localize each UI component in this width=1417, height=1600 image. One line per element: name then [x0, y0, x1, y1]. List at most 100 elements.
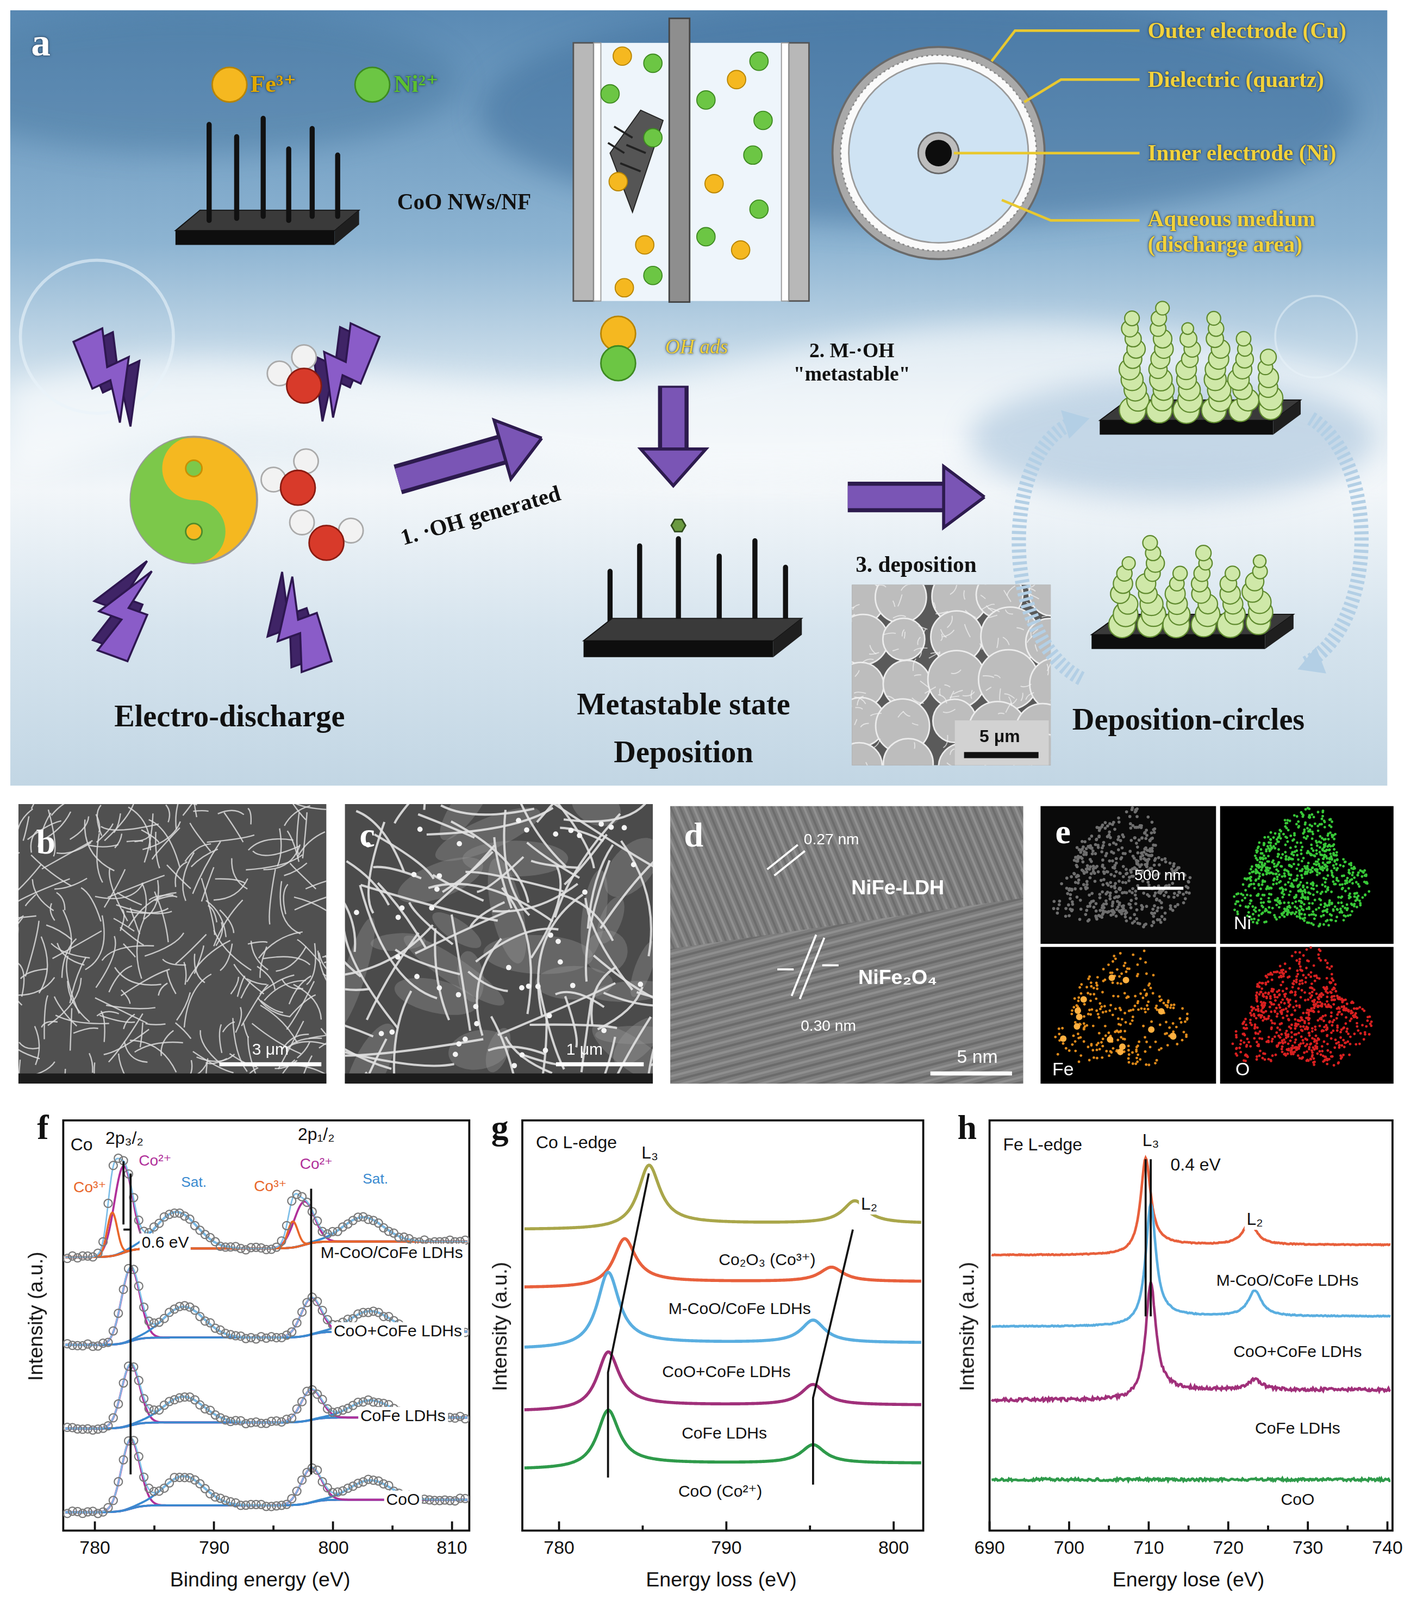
nanosheet-edge	[919, 648, 922, 658]
nanosheet-edge	[285, 1041, 327, 1049]
nanosheet-edge	[96, 814, 101, 833]
element-signal	[1335, 907, 1339, 911]
element-signal	[1107, 829, 1111, 834]
lattice-fringe	[757, 806, 820, 954]
nanosheet-edge	[1020, 683, 1032, 687]
element-signal	[1182, 901, 1186, 905]
reactor-longitudinal-section	[635, 235, 654, 255]
element-signal	[1117, 887, 1121, 891]
lattice-fringe	[670, 806, 732, 954]
lightning-bolts	[78, 548, 165, 662]
nanosheet-edge	[999, 688, 1001, 701]
nanosheet-edge	[107, 875, 165, 897]
element-signal	[1138, 824, 1142, 828]
lattice-fringe	[660, 806, 723, 954]
element-signal	[1261, 851, 1264, 855]
element-signal	[1276, 835, 1280, 839]
element-signal	[1317, 906, 1321, 910]
element-signal	[1249, 867, 1253, 871]
reactor-longitudinal-section	[727, 70, 746, 90]
nanoparticle	[546, 1012, 553, 1019]
element-signal	[1085, 882, 1089, 886]
lattice-fringe	[670, 949, 1023, 1041]
element-signal	[1166, 895, 1171, 899]
element-signal	[1273, 846, 1277, 850]
nanosheet-edge	[126, 840, 143, 842]
element-signal	[1172, 891, 1177, 895]
nanosheet-edge	[31, 803, 55, 809]
nanosheet-edge	[280, 881, 301, 934]
sem-inset	[964, 751, 1039, 758]
nanosheet-edge	[1010, 698, 1017, 705]
nanosheet-edge	[251, 940, 268, 970]
nanosheet-edge	[184, 843, 211, 862]
nanosheet-edge	[283, 883, 289, 914]
element-signal	[1302, 902, 1306, 906]
nanosheet-edge	[277, 828, 282, 867]
nanosheet-edge	[852, 604, 860, 610]
lattice-fringe	[642, 806, 704, 954]
element-signal	[1088, 901, 1092, 905]
nanosheet-edge	[25, 920, 40, 977]
element-signal	[1150, 820, 1154, 825]
element-signal	[1276, 875, 1279, 879]
element-signal	[1147, 883, 1151, 887]
nanosheet-edge	[294, 895, 327, 910]
element-signal	[1121, 851, 1126, 855]
element-signal	[1176, 893, 1180, 897]
lightning-bolts	[86, 558, 162, 663]
element-signal	[1172, 895, 1176, 899]
ldh-cluster	[1155, 301, 1170, 315]
element-signal	[1069, 875, 1073, 879]
element-signal	[1262, 857, 1265, 860]
nanosheet-edge	[123, 1014, 135, 1029]
nanosheet-edge	[44, 995, 48, 1040]
nanosheet-edge	[988, 614, 998, 618]
element-signal	[1268, 866, 1272, 870]
element-signal	[1266, 835, 1270, 839]
nanosheet-edge	[85, 915, 105, 970]
nanoparticle	[436, 984, 442, 991]
nanosheet-edge	[897, 594, 903, 607]
element-signal	[1129, 906, 1133, 910]
element-signal	[1360, 875, 1364, 878]
element-signal	[1306, 885, 1309, 889]
leader-lines	[991, 30, 1140, 61]
nanoparticle	[395, 954, 401, 960]
element-signal	[1177, 890, 1181, 894]
nanosheet-edge	[108, 965, 132, 992]
reactor-longitudinal-section	[788, 42, 810, 302]
sem-image-b	[18, 803, 327, 1084]
tem-image-d	[670, 795, 1023, 1291]
nanosheet-edge	[191, 849, 218, 867]
nanosheet-edge	[321, 1028, 327, 1048]
element-signal	[1335, 915, 1339, 919]
element-signal	[1164, 859, 1168, 864]
element-signal	[1357, 871, 1360, 875]
element-signal	[1124, 867, 1128, 871]
element-signal	[1119, 857, 1123, 861]
element-signal	[1264, 856, 1267, 860]
lattice-fringe	[748, 806, 810, 954]
element-signal	[1120, 846, 1125, 850]
element-signal	[1121, 903, 1126, 908]
element-signal	[1305, 881, 1309, 885]
element-signal	[1296, 874, 1300, 877]
element-signal	[1153, 858, 1157, 863]
element-signal	[1100, 915, 1104, 919]
nanosheet-edge	[54, 877, 87, 889]
lattice-fringe	[670, 892, 1023, 985]
nanosheet-edge	[25, 894, 36, 906]
element-signal	[1274, 832, 1277, 835]
sem-image-c	[556, 1062, 644, 1067]
nanoparticle	[414, 973, 420, 979]
lattice-fringe	[537, 806, 599, 954]
coo-nanowire-substrate	[335, 154, 341, 217]
element-signal	[1249, 899, 1253, 903]
nanosheet-edge	[870, 713, 882, 716]
nanosheet-edge	[247, 941, 268, 944]
element-signal	[1070, 900, 1075, 904]
element-signal	[1351, 881, 1354, 885]
nanosheet-edge	[104, 869, 126, 908]
nanosheet-edge	[538, 894, 583, 1016]
